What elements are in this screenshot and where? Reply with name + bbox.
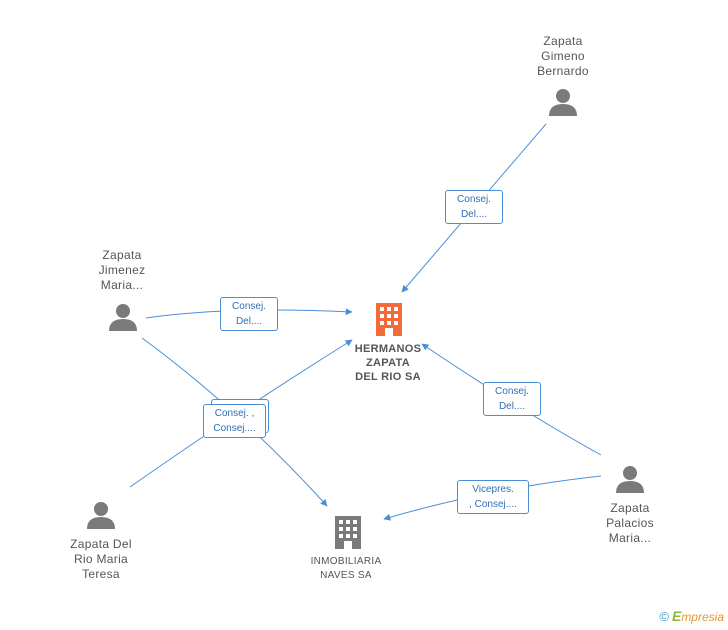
copyright-icon: © [659,609,669,624]
edge-label-multi[interactable]: Consej. , Consej.... [203,404,266,438]
node-label-palacios[interactable]: Zapata Palacios Maria... [588,501,672,546]
node-label-line: INMOBILIARIA [310,556,382,567]
node-label-line: Gimeno [541,49,585,63]
edge-label-line: Consej. [457,194,491,205]
edge-label-palacios-hermanos[interactable]: Consej. Del.... [483,382,541,416]
edge-label-jimenez-hermanos[interactable]: Consej. Del.... [220,297,278,331]
edge-label-line: Vicepres. [472,484,514,495]
node-label-line: NAVES SA [320,570,372,581]
node-label-line: Zapata [543,34,583,48]
node-label-line: DEL RIO SA [355,371,421,383]
node-label-inmobiliaria[interactable]: INMOBILIARIA NAVES SA [298,555,394,583]
node-label-line: HERMANOS [354,343,422,355]
edge-label-line: Consej. [232,301,266,312]
edge-label-line: Consej. [495,386,529,397]
building-icon-inmobiliaria[interactable] [335,516,361,549]
brand-footer: ©Empresia [659,608,724,624]
node-label-line: Zapata Del [70,537,132,551]
node-label-hermanos[interactable]: HERMANOS ZAPATA DEL RIO SA [340,342,436,384]
edge-label-palacios-inmobiliaria[interactable]: Vicepres. , Consej.... [457,480,529,514]
person-icon-jimenez[interactable] [109,304,137,331]
node-label-line: ZAPATA [366,357,410,369]
edge-label-line: Consej.... [213,423,256,434]
node-label-line: Rio Maria [73,552,129,566]
edge-label-line: Del.... [498,401,526,412]
building-icon-hermanos[interactable] [376,303,402,336]
person-icon-gimeno[interactable] [549,89,577,116]
node-label-line: Teresa [82,567,120,581]
edge-label-line: Del.... [460,209,488,220]
node-label-line: Zapata [610,501,650,515]
edge-label-line: , Consej.... [469,499,517,510]
node-label-gimeno[interactable]: Zapata Gimeno Bernardo [523,34,603,79]
edge-label-line: Del.... [235,316,263,327]
brand-logo-text: mpresia [681,610,724,624]
node-label-line: Zapata [102,248,142,262]
edge-label-gimeno-hermanos[interactable]: Consej. Del.... [445,190,503,224]
brand-logo-initial: E [671,608,682,624]
node-label-jimenez[interactable]: Zapata Jimenez Maria... [82,248,162,293]
edge-label-line: Consej. , [214,408,255,419]
node-label-line: Maria... [608,531,652,545]
node-label-line: Maria... [100,278,144,292]
person-icon-delrio[interactable] [87,502,115,529]
node-label-line: Palacios [606,516,654,530]
node-label-line: Jimenez [98,263,146,277]
node-label-line: Bernardo [537,64,589,78]
node-label-delrio[interactable]: Zapata Del Rio Maria Teresa [56,537,146,582]
person-icon-palacios[interactable] [616,466,644,493]
